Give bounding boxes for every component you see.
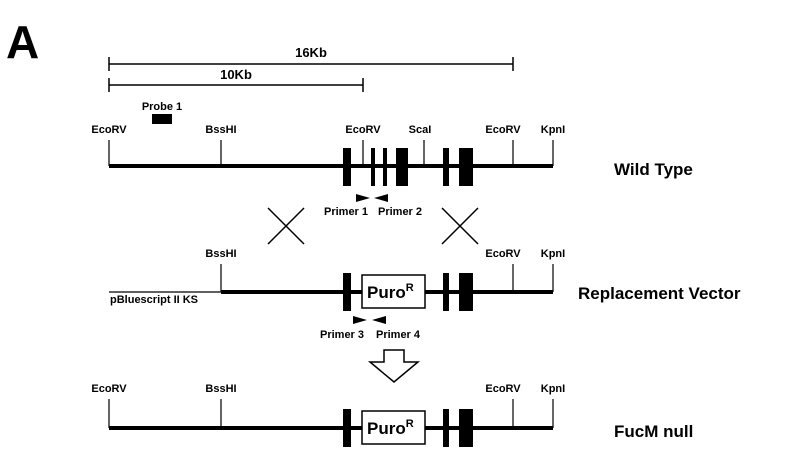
scale-bar-16kb: 16Kb	[108, 45, 514, 71]
wt-exon	[343, 148, 351, 186]
null-allele-title: FucM null	[614, 422, 693, 441]
scale-label-16kb: 16Kb	[295, 45, 327, 60]
null-puro-cassette	[361, 410, 426, 445]
crossover-left	[267, 207, 305, 245]
rv-backbone-label: pBluescript II KS	[110, 294, 198, 306]
wt-site-ecorv-3: EcoRV	[485, 124, 521, 136]
primer-3-arrow	[353, 316, 367, 324]
replacement-vector: BssHI EcoRV KpnI pBluescript II KS PuroR	[109, 248, 565, 311]
null-exon	[443, 409, 449, 447]
rv-exon	[443, 273, 449, 311]
null-site-ecorv-1: EcoRV	[91, 383, 127, 395]
primer-4-label: Primer 4	[376, 329, 421, 341]
null-exon	[459, 409, 473, 447]
recombination-down-arrow-icon	[367, 349, 421, 383]
wt-exon	[396, 148, 408, 186]
rv-exon	[459, 273, 473, 311]
rv-site-kpni: KpnI	[541, 248, 565, 260]
wild-type-allele: EcoRV BssHI EcoRV ScaI EcoRV KpnI	[91, 124, 565, 186]
wt-site-scai: ScaI	[409, 124, 432, 136]
wt-exon	[443, 148, 449, 186]
crossover-right	[441, 207, 479, 245]
null-site-kpni: KpnI	[541, 383, 565, 395]
primer-2-arrow	[374, 194, 388, 202]
primer-1-label: Primer 1	[324, 206, 368, 218]
primer-1-arrow	[356, 194, 370, 202]
wild-type-title: Wild Type	[614, 160, 693, 179]
wt-exon	[383, 148, 387, 186]
scale-label-10kb: 10Kb	[220, 67, 252, 82]
wt-site-ecorv-1: EcoRV	[91, 124, 127, 136]
null-site-bsshi: BssHI	[205, 383, 236, 395]
wt-exon	[459, 148, 473, 186]
panel-label: A	[6, 16, 39, 68]
null-site-ecorv-2: EcoRV	[485, 383, 521, 395]
rv-site-ecorv: EcoRV	[485, 248, 521, 260]
wt-site-ecorv-2: EcoRV	[345, 124, 381, 136]
primer-2-label: Primer 2	[378, 206, 422, 218]
wt-site-bsshi: BssHI	[205, 124, 236, 136]
null-puro-label: PuroR	[367, 418, 414, 438]
wt-exon	[371, 148, 375, 186]
rv-exon	[343, 273, 351, 311]
rv-puro-cassette	[361, 274, 426, 309]
primer-3-label: Primer 3	[320, 329, 364, 341]
rv-puro-label: PuroR	[367, 282, 414, 302]
replacement-vector-title: Replacement Vector	[578, 284, 741, 303]
null-allele: EcoRV BssHI EcoRV KpnI PuroR	[91, 383, 565, 447]
wt-site-kpni: KpnI	[541, 124, 565, 136]
rv-site-bsshi: BssHI	[205, 248, 236, 260]
probe-box	[152, 114, 172, 124]
primer-4-arrow	[372, 316, 386, 324]
scale-bar-10kb: 10Kb	[108, 67, 364, 92]
probe-label: Probe 1	[142, 101, 182, 113]
null-exon	[343, 409, 351, 447]
